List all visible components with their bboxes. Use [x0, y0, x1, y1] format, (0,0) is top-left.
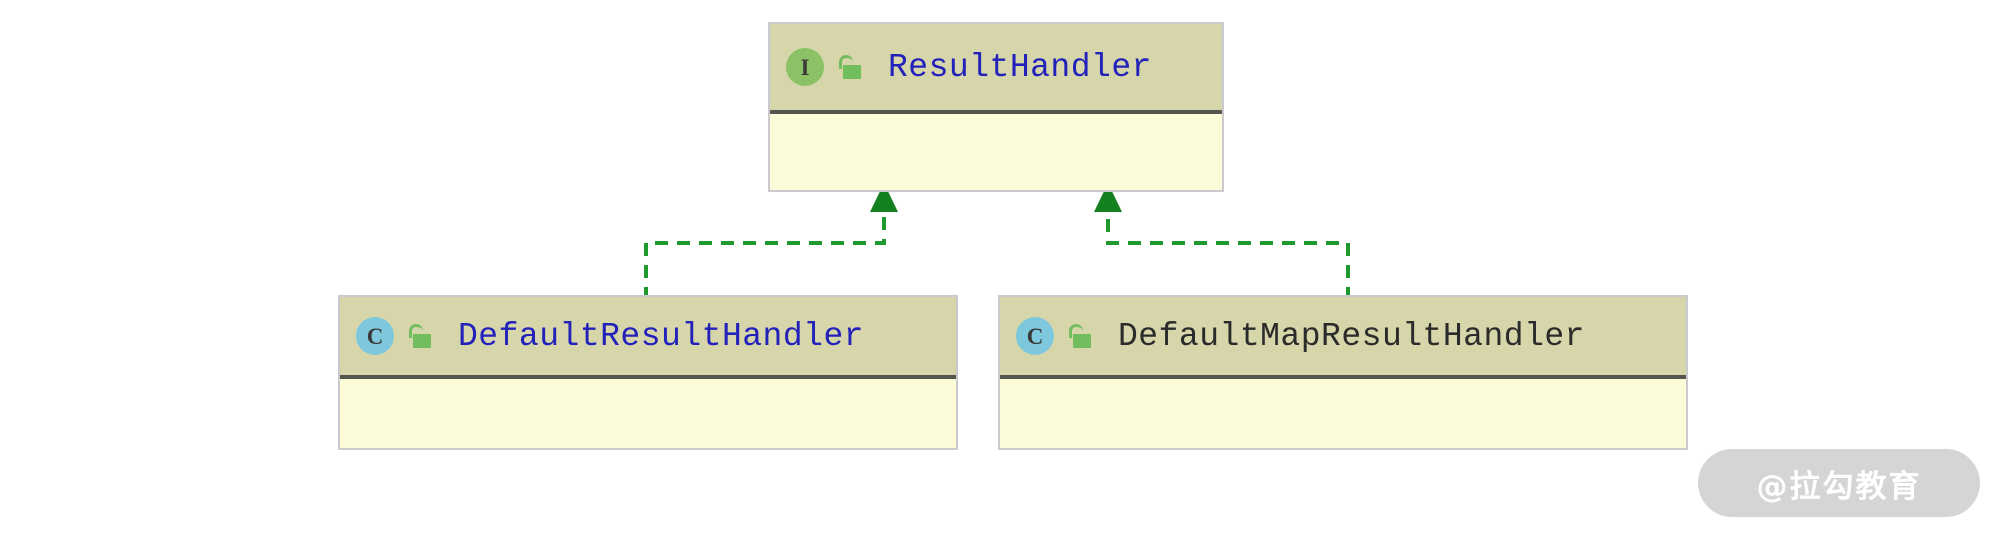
uml-node-result-handler[interactable]: I ResultHandler	[768, 22, 1224, 192]
uml-header-result-handler: I ResultHandler	[770, 24, 1222, 114]
uml-compartment-result-handler	[770, 114, 1222, 190]
unlock-icon	[1066, 321, 1092, 351]
class-badge-icon: C	[1016, 317, 1054, 355]
realization-edge-default-map-result-handler	[1094, 183, 1350, 300]
unlock-icon	[406, 321, 432, 351]
uml-compartment-default-map-result-handler	[1000, 379, 1686, 448]
unlock-icon	[836, 52, 862, 82]
uml-header-default-map-result-handler: C DefaultMapResultHandler	[1000, 297, 1686, 379]
uml-title-default-map-result-handler: DefaultMapResultHandler	[1118, 317, 1585, 355]
class-badge-icon: C	[356, 317, 394, 355]
uml-title-result-handler: ResultHandler	[888, 48, 1152, 86]
uml-compartment-default-result-handler	[340, 379, 956, 448]
uml-header-default-result-handler: C DefaultResultHandler	[340, 297, 956, 379]
uml-title-default-result-handler: DefaultResultHandler	[458, 317, 865, 355]
watermark: @拉勾教育	[1698, 449, 1980, 517]
realization-edge-default-result-handler	[644, 183, 898, 300]
uml-node-default-result-handler[interactable]: C DefaultResultHandler	[338, 295, 958, 450]
uml-node-default-map-result-handler[interactable]: C DefaultMapResultHandler	[998, 295, 1688, 450]
interface-badge-icon: I	[786, 48, 824, 86]
